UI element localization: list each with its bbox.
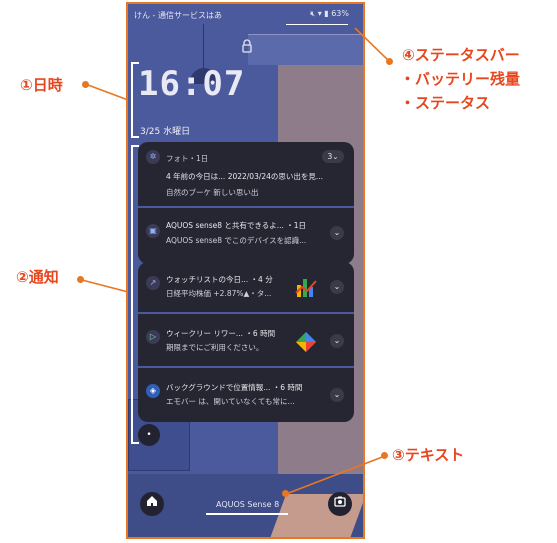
notification-divider bbox=[138, 312, 354, 314]
notification-app-line: フォト・1日 bbox=[166, 154, 209, 163]
carrier-text: けん - 通信サービスはあ bbox=[134, 11, 222, 20]
expand-chevron-button[interactable]: ⌄ bbox=[330, 280, 344, 294]
notification-divider bbox=[138, 206, 354, 208]
annotation-dot bbox=[77, 276, 84, 283]
phone-screen: けん - 通信サービスはあ 🔇︎ ▾ ▮ 63% 16:07 3/25 水曜日 … bbox=[126, 2, 365, 539]
finance-chart-thumbnail-icon bbox=[295, 279, 317, 297]
notification-app-line: ウィークリー リワー... ・6 時間 bbox=[166, 329, 276, 338]
notification-title: 4 年前の今日は... 2022/03/24の思い出を見... bbox=[166, 172, 324, 181]
datetime-bracket bbox=[131, 62, 139, 138]
device-name-label: AQUOS Sense 8 bbox=[216, 500, 280, 509]
home-shortcut-button[interactable] bbox=[140, 492, 164, 516]
notification-card-photos[interactable]: ✲ フォト・1日 3⌄ 4 年前の今日は... 2022/03/24の思い出を見… bbox=[138, 142, 354, 264]
home-icon bbox=[147, 496, 157, 506]
notification-body: 自然のブーケ 新しい思い出 bbox=[166, 188, 259, 197]
lock-date: 3/25 水曜日 bbox=[140, 127, 191, 137]
notification-app-line: ウォッチリストの今日... ・4 分 bbox=[166, 275, 273, 284]
wallpaper-lamp-cord bbox=[203, 24, 204, 69]
status-bar-underline bbox=[286, 24, 348, 25]
battery-icon: ▮ bbox=[324, 9, 329, 18]
notification-app-line: バックグラウンドで位置情報... ・6 時間 bbox=[166, 383, 303, 392]
notification-card-finance[interactable]: ↗ ウォッチリストの今日... ・4 分 日経平均株価 +2.87%▲・タ...… bbox=[138, 262, 354, 422]
play-store-icon: ▷ bbox=[146, 330, 160, 344]
annotation-battery-level: ・バッテリー残量 bbox=[400, 70, 521, 88]
expand-chevron-button[interactable]: ⌄ bbox=[330, 334, 344, 348]
expand-chevron-button[interactable]: ⌄ bbox=[330, 388, 344, 402]
shield-location-icon: ◈ bbox=[146, 384, 160, 398]
lock-icon bbox=[242, 38, 252, 53]
wifi-icon: ▾ bbox=[317, 9, 322, 18]
wallpaper-lamp bbox=[190, 68, 218, 84]
lock-clock: 16:07 bbox=[138, 64, 246, 104]
annotation-dot bbox=[82, 81, 89, 88]
mute-icon: 🔇︎ bbox=[310, 9, 316, 18]
camera-shortcut-button[interactable] bbox=[328, 492, 352, 516]
photos-pinwheel-icon: ✲ bbox=[146, 150, 160, 164]
status-icons: 🔇︎ ▾ ▮ 63% bbox=[310, 9, 349, 19]
annotation-notifications: ②通知 bbox=[16, 268, 59, 286]
notification-divider bbox=[138, 366, 354, 368]
notification-shelf-dot-button[interactable]: • bbox=[138, 424, 160, 446]
finance-trend-icon: ↗ bbox=[146, 276, 160, 290]
annotation-dot bbox=[381, 452, 388, 459]
battery-percentage: 63% bbox=[331, 9, 349, 18]
camera-icon bbox=[334, 496, 346, 507]
device-share-icon: ▣ bbox=[146, 224, 160, 238]
annotation-dot bbox=[282, 490, 289, 497]
notification-body: 日経平均株価 +2.87%▲・タ... bbox=[166, 289, 272, 298]
notification-body: 期限までにご利用ください。 bbox=[166, 343, 264, 352]
status-bar: けん - 通信サービスはあ 🔇︎ ▾ ▮ 63% bbox=[128, 4, 363, 24]
expand-chevron-button[interactable]: ⌄ bbox=[330, 226, 344, 240]
annotation-text: ③テキスト bbox=[392, 446, 465, 464]
annotation-status: ・ステータス bbox=[400, 94, 491, 112]
device-label-underline bbox=[206, 513, 288, 515]
notification-app-line: AQUOS sense8 と共有できるよ... ・1日 bbox=[166, 221, 307, 230]
annotation-status-bar: ④ステータスバー bbox=[402, 46, 520, 64]
annotation-datetime: ①日時 bbox=[20, 76, 63, 94]
annotation-dot bbox=[386, 58, 393, 65]
notification-count-badge[interactable]: 3⌄ bbox=[322, 150, 344, 163]
notifications-bracket bbox=[131, 145, 139, 444]
wallpaper-window bbox=[248, 34, 363, 65]
notification-body: エモバー は、開いていなくても常に... bbox=[166, 397, 295, 406]
notification-body: AQUOS sense8 でこのデバイスを認識... bbox=[166, 236, 307, 245]
rewards-diamond-thumbnail-icon bbox=[296, 332, 316, 352]
